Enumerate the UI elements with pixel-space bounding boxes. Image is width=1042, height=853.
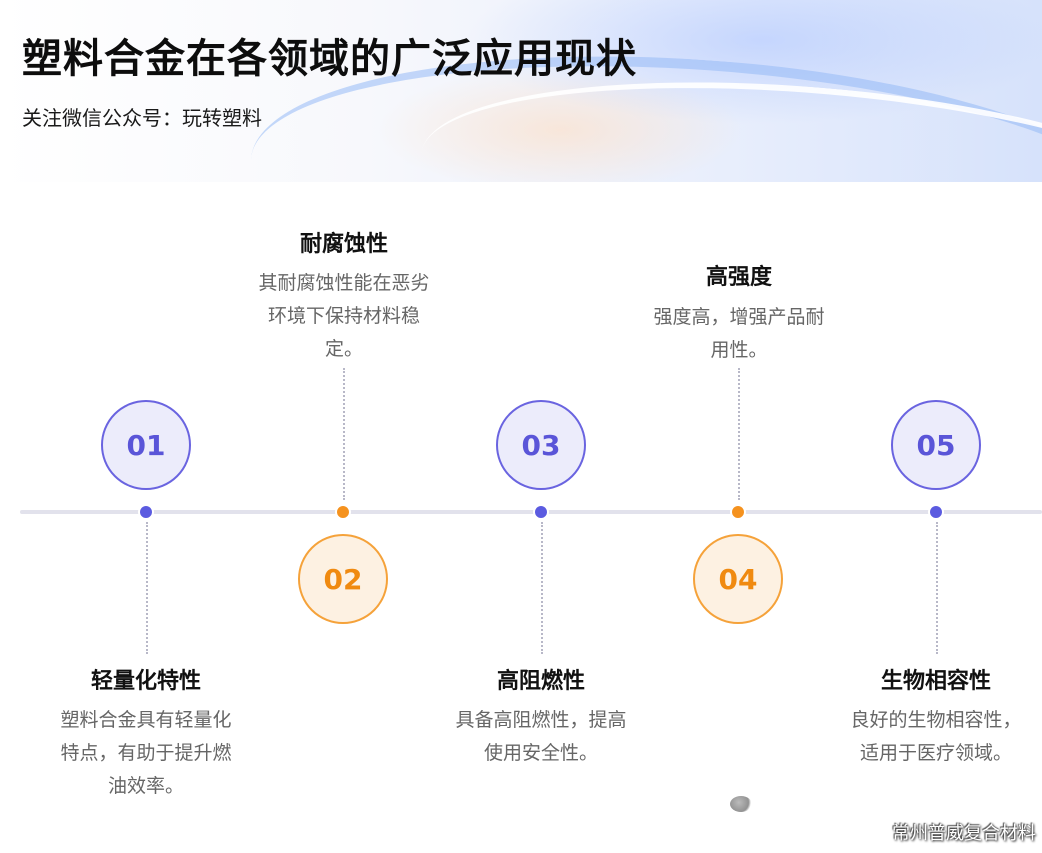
connector-line bbox=[936, 522, 938, 654]
item-description: 其耐腐蚀性能在恶劣环境下保持材料稳定。 bbox=[258, 272, 430, 360]
connector-line bbox=[343, 368, 345, 500]
step-number-circle: 04 bbox=[693, 534, 783, 624]
timeline-dot bbox=[138, 504, 154, 520]
header-banner: 塑料合金在各领域的广泛应用现状 关注微信公众号：玩转塑料 bbox=[0, 0, 1042, 182]
step-number-circle: 05 bbox=[891, 400, 981, 490]
watermark-text: 常州普威复合材料 bbox=[892, 823, 1036, 844]
watermark-logo-icon bbox=[730, 796, 752, 812]
step-number: 05 bbox=[916, 428, 956, 462]
timeline-dot bbox=[928, 504, 944, 520]
item-title: 高强度 bbox=[705, 265, 772, 290]
timeline-dot bbox=[730, 504, 746, 520]
page-title: 塑料合金在各领域的广泛应用现状 bbox=[22, 36, 637, 82]
step-number-circle: 03 bbox=[496, 400, 586, 490]
step-number-circle: 02 bbox=[298, 534, 388, 624]
item-description: 强度高，增强产品耐用性。 bbox=[653, 306, 825, 361]
item-title: 高阻燃性 bbox=[496, 669, 585, 694]
page-subtitle: 关注微信公众号：玩转塑料 bbox=[22, 106, 262, 130]
step-number: 04 bbox=[718, 562, 758, 596]
connector-line bbox=[146, 522, 148, 654]
item-title: 生物相容性 bbox=[880, 669, 991, 694]
connector-line bbox=[738, 368, 740, 500]
timeline-dot bbox=[533, 504, 549, 520]
step-number: 03 bbox=[521, 428, 561, 462]
timeline-line bbox=[20, 510, 1042, 514]
step-number: 01 bbox=[126, 428, 166, 462]
step-number: 02 bbox=[323, 562, 363, 596]
step-number-circle: 01 bbox=[101, 400, 191, 490]
item-description: 塑料合金具有轻量化特点，有助于提升燃油效率。 bbox=[60, 709, 232, 797]
item-description: 具备高阻燃性，提高使用安全性。 bbox=[455, 709, 627, 764]
item-title: 耐腐蚀性 bbox=[299, 232, 388, 257]
item-title: 轻量化特性 bbox=[90, 669, 201, 694]
timeline-dot bbox=[335, 504, 351, 520]
connector-line bbox=[541, 522, 543, 654]
item-description: 良好的生物相容性，适用于医疗领域。 bbox=[850, 709, 1022, 764]
